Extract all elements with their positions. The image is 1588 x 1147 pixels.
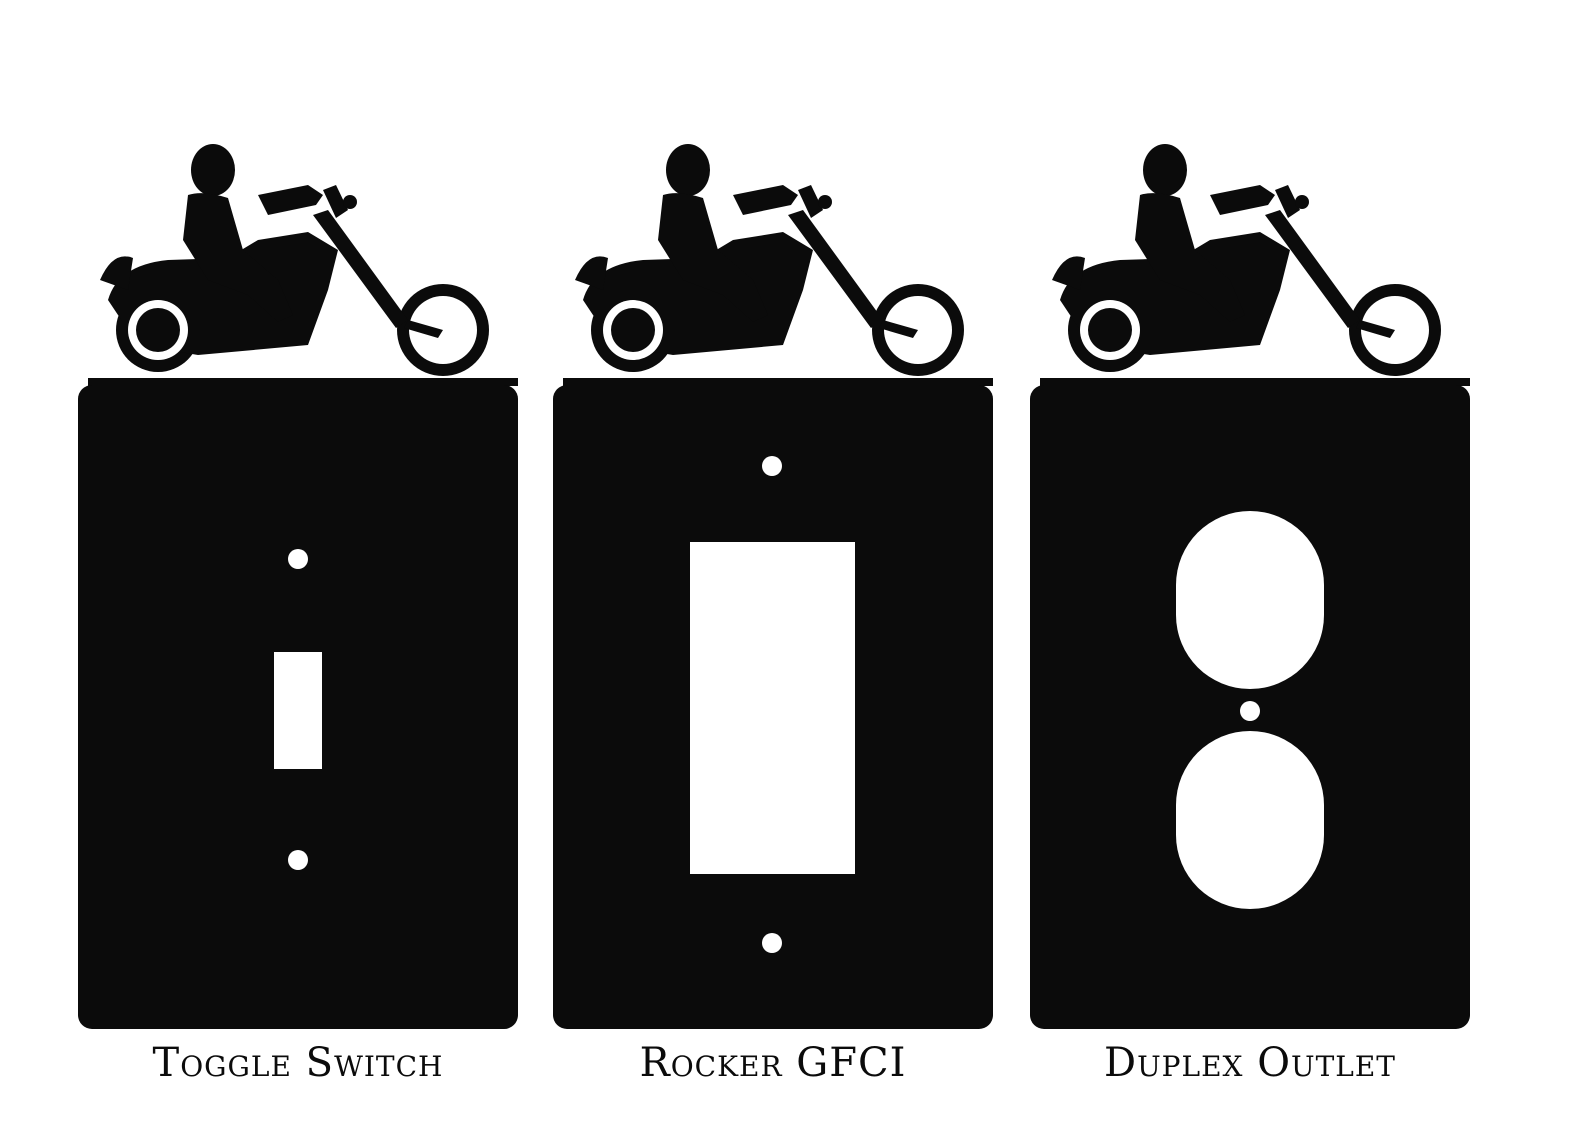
product-label: Duplex Outlet xyxy=(1104,1040,1396,1086)
motorcycle-rider-icon xyxy=(563,144,993,386)
motorcycle-rider-icon xyxy=(88,144,518,386)
outlet-plate xyxy=(1030,385,1470,1029)
product-toggle-switch: Toggle Switch xyxy=(78,0,528,1147)
product-rocker-gfci: Rocker GFCI xyxy=(553,0,1003,1147)
rocker-plate xyxy=(553,385,993,1029)
rocker-cutout xyxy=(690,542,855,874)
toggle-cutout xyxy=(274,652,322,769)
switch-plate xyxy=(78,385,518,1029)
product-label: Rocker GFCI xyxy=(639,1040,907,1086)
screw-hole xyxy=(288,850,308,870)
screw-hole xyxy=(1240,701,1260,721)
motorcycle-rider-icon xyxy=(1040,144,1470,386)
outlet-cutout-bottom xyxy=(1176,731,1324,909)
product-duplex-outlet: Duplex Outlet xyxy=(1030,0,1480,1147)
screw-hole xyxy=(762,456,782,476)
screw-hole xyxy=(762,933,782,953)
screw-hole xyxy=(288,549,308,569)
product-label: Toggle Switch xyxy=(152,1040,444,1086)
outlet-cutout-top xyxy=(1176,511,1324,689)
